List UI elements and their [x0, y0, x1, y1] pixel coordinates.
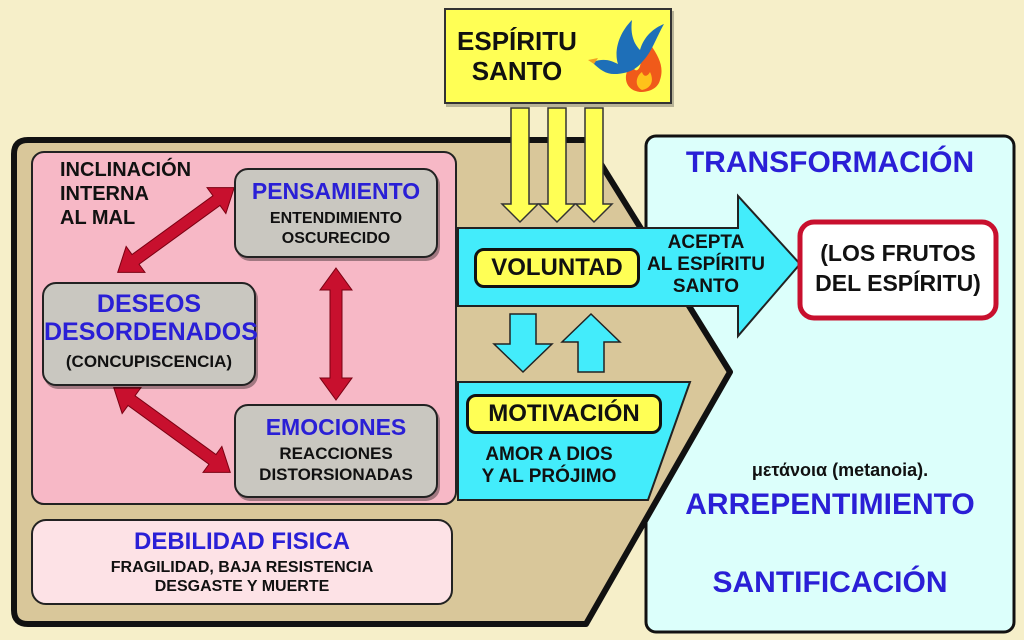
dove-fire-icon: [588, 20, 664, 92]
emociones-title: EMOCIONES: [265, 414, 407, 440]
frutos-text: (LOS FRUTOS DEL ESPÍRITU): [800, 238, 996, 298]
inclinacion-line2: INTERNA: [60, 183, 149, 205]
debilidad-title: DEBILIDAD FISICA: [134, 528, 350, 555]
spirit-arrow-3: [574, 107, 614, 224]
frutos-line2: DEL ESPÍRITU): [815, 270, 981, 296]
spirit-arrow-2: [537, 107, 577, 224]
deseos-title1: DESEOS: [96, 290, 202, 318]
frutos-line1: (LOS FRUTOS: [820, 240, 976, 266]
inclinacion-text: INCLINACIÓN INTERNA AL MAL: [60, 158, 191, 230]
acepta-line3: SANTO: [672, 276, 740, 297]
transformacion-title: TRANSFORMACIÓN: [685, 146, 975, 179]
spirit-arrows: [500, 107, 614, 224]
espiritu-label: ESPÍRITU: [457, 26, 577, 56]
inclinacion-line1: INCLINACIÓN: [60, 159, 192, 181]
voluntad-label: VOLUNTAD: [474, 248, 640, 288]
acepta-line1: ACEPTA: [667, 232, 745, 253]
pensamiento-line2: OSCURECIDO: [281, 230, 391, 247]
down-arrow: [492, 313, 554, 374]
motivacion-text: AMOR A DIOS Y AL PRÓJIMO: [462, 444, 636, 488]
acepta-text: ACEPTA AL ESPÍRITU SANTO: [644, 232, 768, 298]
debilidad-line2: DESGASTE Y MUERTE: [154, 578, 330, 595]
santo-label: SANTO: [471, 56, 563, 86]
deseos-box: DESEOS DESORDENADOS (CONCUPISCENCIA): [42, 282, 258, 386]
red-arrow-deseos-emociones: [113, 387, 231, 473]
espiritu-santo-box: ESPÍRITU SANTO: [444, 8, 672, 104]
motivacion-line2: Y AL PRÓJIMO: [481, 466, 617, 487]
debilidad-box: [31, 519, 453, 605]
deseos-title2: DESORDENADOS: [44, 318, 258, 346]
red-arrow-pensamiento-emociones: [319, 267, 353, 401]
emociones-box: EMOCIONES REACCIONES DISTORSIONADAS: [234, 404, 438, 498]
motivacion-label: MOTIVACIÓN: [466, 394, 662, 434]
spirit-arrow-1: [500, 107, 540, 224]
pensamiento-line1: ENTENDIMIENTO: [269, 210, 403, 227]
metanoia-text: μετάνοια (metanoia).: [751, 460, 929, 480]
emociones-line1: REACCIONES: [279, 444, 393, 463]
frutos-box: [797, 219, 999, 321]
debilidad-line1: FRAGILIDAD, BAJA RESISTENCIA: [110, 559, 374, 576]
up-arrow: [560, 312, 622, 373]
santificacion-title: SANTIFICACIÓN: [712, 566, 948, 599]
inclinacion-line3: AL MAL: [60, 207, 136, 229]
emociones-line2: DISTORSIONADAS: [259, 465, 413, 484]
pensamiento-title: PENSAMIENTO: [251, 178, 421, 204]
motivacion-line1: AMOR A DIOS: [485, 444, 613, 465]
debilidad-text: DEBILIDAD FISICA FRAGILIDAD, BAJA RESIST…: [32, 528, 452, 596]
arrepentimiento-title: ARREPENTIMIENTO: [685, 488, 975, 521]
acepta-line2: AL ESPÍRITU: [647, 254, 765, 275]
pensamiento-box: PENSAMIENTO ENTENDIMIENTO OSCURECIDO: [234, 168, 438, 258]
deseos-sub: (CONCUPISCENCIA): [65, 352, 233, 371]
